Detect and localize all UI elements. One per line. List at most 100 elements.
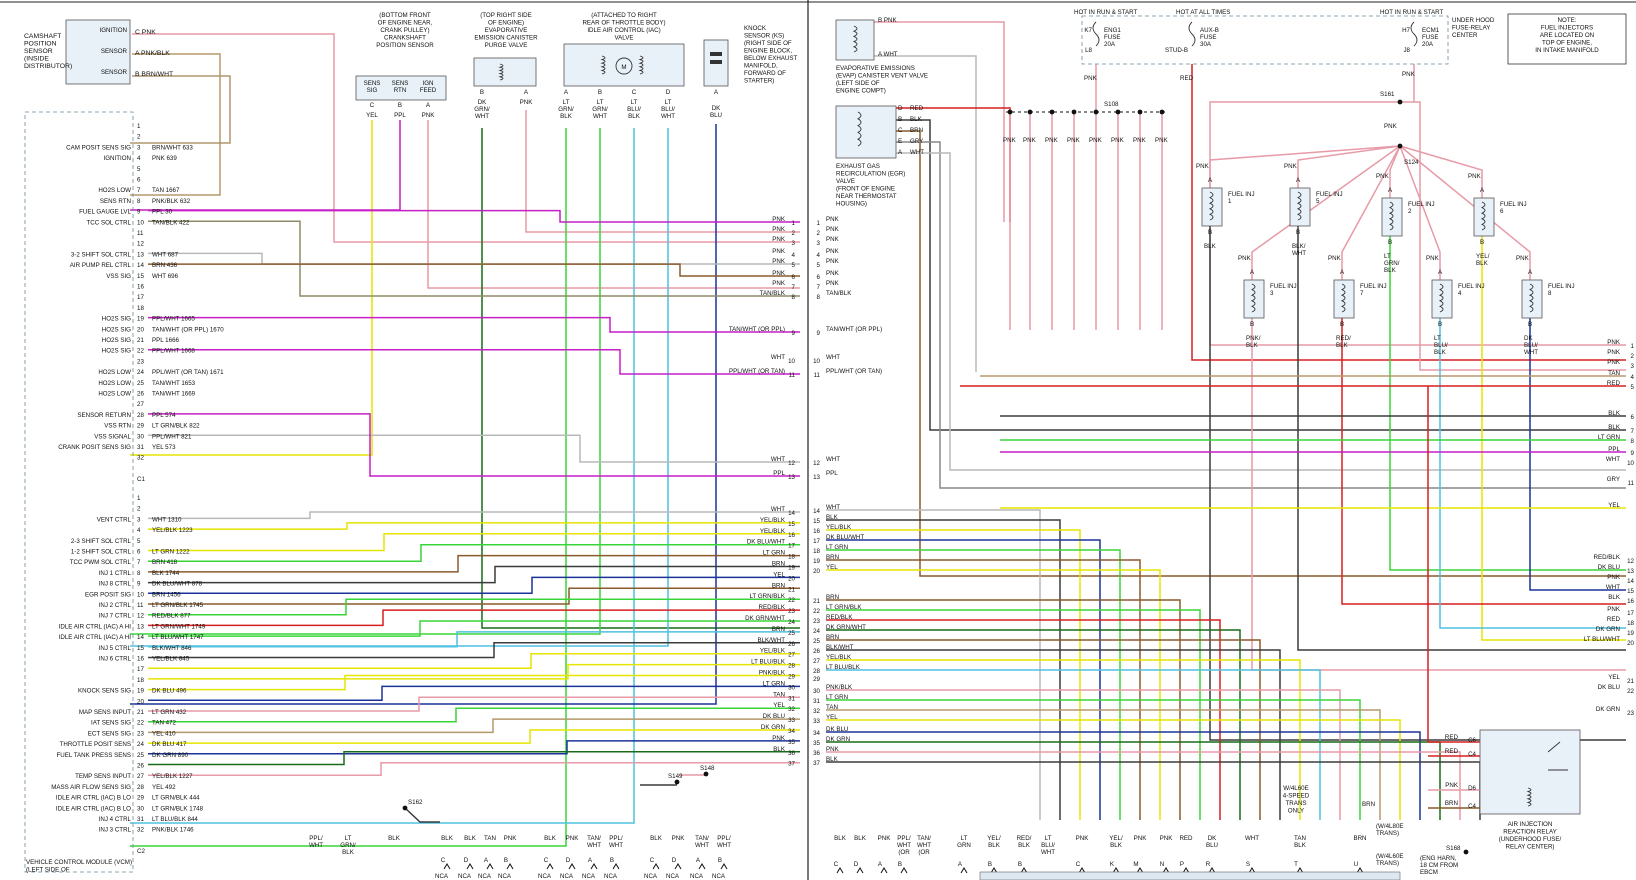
injector-ground-color: WHT	[1524, 349, 1538, 356]
c2-pin-number: 21	[137, 709, 144, 716]
injector-feed-color: PNK	[1284, 163, 1298, 170]
left-edge-number: 11	[789, 372, 796, 379]
trans-variant: (W/4L60E	[1376, 853, 1404, 860]
right-left-number: 21	[813, 598, 820, 605]
splice-s162	[402, 805, 408, 811]
left-edge-wire: PNK	[772, 248, 786, 255]
bottom-connector-arrow	[1356, 867, 1364, 874]
c1-pin-number: 18	[137, 305, 144, 312]
c1-pin-wire: PPL/WHT (OR TAN) 1671	[152, 369, 224, 376]
c1-pin-wire: TAN 1667	[152, 187, 180, 194]
right-left-wire: LT BLU/BLK	[826, 664, 861, 671]
right-edge-number: 3	[1631, 363, 1635, 370]
right-left-number: 25	[813, 638, 820, 645]
evap-pin-wire: PNK	[520, 99, 534, 106]
left-edge-wire: YEL	[773, 571, 785, 578]
fuel-injector-label: 4	[1458, 290, 1462, 297]
bottom-wire-label: WHT	[309, 842, 323, 849]
left-edge-wire: BLK	[773, 746, 786, 753]
egr-title: NEAR THERMOSTAT	[836, 193, 897, 200]
wire-iac-a	[130, 128, 567, 847]
injector-ground-color: LT	[1434, 335, 1441, 342]
c2-pin-number: 24	[137, 741, 144, 748]
iac-pin-wire: GRN/	[592, 106, 608, 113]
iac-valve-title: IDLE AIR CONTROL (IAC)	[587, 27, 660, 34]
injector-ground-color: BLU/	[1524, 342, 1538, 349]
nca-label: NCA	[538, 873, 552, 880]
egr-pin-wire: GRY	[910, 138, 923, 145]
bottom-wire-label: BLK	[441, 835, 454, 842]
right-left-number: 31	[813, 698, 820, 705]
fuel-injector-body	[1289, 187, 1311, 227]
right-left-number: 1	[817, 220, 821, 227]
wire-color-label: PNK	[1384, 123, 1398, 130]
c2-pin-number: 4	[137, 527, 141, 534]
right-left-number: 3	[817, 240, 821, 247]
left-edge-wire: TAN	[773, 691, 785, 698]
right-left-number: 10	[813, 358, 820, 365]
bottom-connector-arrow	[1182, 867, 1190, 874]
bottom-wire-label: RED/	[1017, 835, 1032, 842]
wire-vcm-c2-6	[148, 576, 800, 595]
right-left-wire: WHT	[826, 456, 840, 463]
left-edge-number: 35	[788, 739, 795, 746]
c2-connector-label: C2	[137, 848, 145, 855]
right-left-wire: LT GRN/BLK	[826, 604, 862, 611]
injector-ground-color: PNK/	[1246, 335, 1261, 342]
bottom-connector-arrow	[856, 867, 864, 874]
right-left-number: 35	[813, 740, 820, 747]
egr-title: VALVE	[836, 178, 855, 185]
bottom-wire-label: WHT	[717, 842, 731, 849]
ckp-pin-label: FEED	[420, 87, 437, 94]
injector-pin-letter: B	[1480, 239, 1484, 246]
wire-injector-ground-5	[1341, 318, 1626, 605]
c1-pin-number: 3	[137, 144, 141, 151]
injector-pin-letter: B	[1250, 321, 1254, 328]
c1-pin-wire: WHT 687	[152, 251, 179, 258]
splice-label: S161	[1380, 91, 1395, 98]
c2-pin-function: 2-3 SHIFT SOL CTRL	[71, 538, 132, 545]
left-edge-number: 5	[792, 262, 796, 269]
c2-pin-function: EGR POSIT SIG	[85, 591, 131, 598]
fuel-injector-label: 2	[1408, 208, 1412, 215]
left-edge-wire: PNK	[772, 258, 786, 265]
ckp-pin-label: SIG	[367, 87, 378, 94]
right-edge-number: 21	[1627, 678, 1634, 685]
cam-pin-wire: A PNK/BLK	[135, 50, 170, 57]
left-edge-number: 15	[788, 521, 795, 528]
right-left-number: 23	[813, 618, 820, 625]
iac-pin-wire: WHT	[593, 113, 607, 120]
wire-vcm-c2-1	[148, 522, 800, 530]
bottom-pin-letter: C	[650, 857, 655, 864]
bottom-connector-block	[979, 871, 1401, 880]
iac-valve-title: VALVE	[614, 35, 633, 42]
ckp-pin-label: IGN	[422, 80, 433, 87]
c2-pin-wire: BRN 418	[152, 559, 178, 566]
wire-right-harness-5	[826, 559, 1141, 820]
wire-vcm-c2-21	[148, 740, 800, 755]
injector-feed-color: PNK	[1238, 255, 1252, 262]
bottom-wire-label: BLK	[544, 835, 557, 842]
bottom-connector-arrow	[443, 863, 451, 870]
c1-pin-wire: LT GRN/BLK 822	[152, 423, 200, 430]
wire-color-label: PNK	[1003, 137, 1017, 144]
fuel-injector-body	[1201, 187, 1223, 227]
left-edge-number: 14	[788, 510, 795, 517]
c2-pin-function: IDLE AIR CTRL (IAC) A HI	[59, 634, 132, 641]
right-edge-number: 15	[1627, 588, 1634, 595]
injector-pin-letter: A	[1340, 269, 1345, 276]
c1-pin-number: 17	[137, 294, 144, 301]
c1-pin-wire: PNK/BLK 632	[152, 198, 191, 205]
splice-label: S168	[1446, 845, 1461, 852]
iac-pin-wire: BLU/	[627, 106, 641, 113]
evap-vent-title: (EVAP) CANISTER VENT VALVE	[836, 73, 928, 80]
c2-pin-number: 28	[137, 784, 144, 791]
injector-pin-letter: B	[1296, 229, 1300, 236]
trans-note: TRANS	[1286, 800, 1307, 807]
right-left-wire: PPL	[826, 470, 838, 477]
c1-pin-number: 20	[137, 326, 144, 333]
c1-pin-function: HO2S SIG	[102, 348, 131, 355]
wire-right-harness-3	[826, 539, 1101, 820]
c2-pin-number: 32	[137, 827, 144, 834]
fuel-injector-label: 8	[1548, 290, 1552, 297]
